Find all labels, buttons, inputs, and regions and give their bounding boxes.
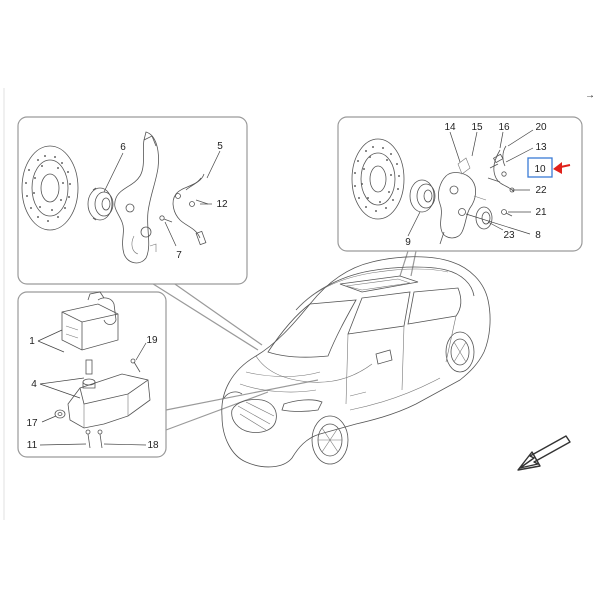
callout-13: 13 bbox=[535, 142, 547, 153]
leader-14 bbox=[449, 131, 461, 163]
leader-5 bbox=[206, 150, 221, 179]
rear-brake-disc bbox=[351, 138, 405, 220]
callout-17: 17 bbox=[26, 418, 38, 429]
callout-10: 10 bbox=[534, 164, 546, 175]
abs-bolt-11 bbox=[85, 429, 91, 449]
leader-18 bbox=[103, 443, 147, 446]
rear-knuckle bbox=[438, 157, 487, 245]
callout-9: 9 bbox=[405, 237, 411, 248]
callout-7: 7 bbox=[176, 250, 182, 261]
orientation-arrow-icon bbox=[517, 435, 571, 471]
rear-bolt-21 bbox=[501, 209, 507, 215]
connector-rear-brake-2 bbox=[410, 250, 417, 277]
leader-11 bbox=[39, 443, 87, 446]
callout-6: 6 bbox=[120, 142, 126, 153]
rear-tone-ring bbox=[475, 206, 493, 230]
front-brake-panel: 6 5 12 7 bbox=[17, 116, 248, 285]
callout-4: 4 bbox=[31, 379, 37, 390]
front-knuckle bbox=[114, 131, 159, 264]
leader-8 bbox=[465, 213, 531, 235]
leader-19 bbox=[135, 342, 147, 361]
callout-11: 11 bbox=[27, 440, 38, 451]
leader-20 bbox=[507, 129, 534, 147]
leader-4b bbox=[39, 383, 81, 399]
connector-abs-unit bbox=[165, 379, 319, 411]
leader-4 bbox=[39, 377, 85, 385]
leader-16 bbox=[499, 131, 504, 149]
connector-front-brake bbox=[149, 281, 259, 351]
callout-18: 18 bbox=[147, 440, 159, 451]
callout-21: 21 bbox=[535, 207, 547, 218]
connector-abs-unit-2 bbox=[165, 391, 269, 431]
callout-14: 14 bbox=[444, 122, 456, 133]
leader-7 bbox=[164, 221, 177, 247]
callout-5: 5 bbox=[217, 141, 223, 152]
abs-modulator bbox=[61, 291, 119, 351]
leader-15 bbox=[471, 131, 478, 157]
rear-brake-panel: 14 15 16 20 13 10 22 21 9 23 8 bbox=[337, 116, 583, 252]
red-pointer-arrow-icon bbox=[553, 162, 571, 174]
callout-23: 23 bbox=[503, 230, 515, 241]
front-speed-sensor-cable bbox=[159, 173, 209, 246]
callout-20: 20 bbox=[535, 122, 547, 133]
leader-1 bbox=[37, 329, 63, 342]
rear-hub-bearing bbox=[409, 179, 436, 213]
leader-6 bbox=[103, 152, 124, 193]
connector-lines bbox=[149, 250, 417, 431]
callout-12: 12 bbox=[216, 199, 228, 210]
rear-speed-sensor-cable bbox=[487, 145, 515, 193]
next-page-icon[interactable]: → bbox=[585, 90, 595, 101]
abs-bolt-18 bbox=[97, 429, 103, 449]
front-brake-disc bbox=[21, 145, 79, 231]
callout-16: 16 bbox=[498, 122, 510, 133]
leader-1b bbox=[37, 340, 65, 353]
abs-bolt-17 bbox=[54, 409, 66, 419]
connector-rear-brake bbox=[399, 250, 409, 277]
highlight-box bbox=[527, 157, 553, 178]
leader-23 bbox=[487, 221, 504, 231]
leader-9 bbox=[407, 211, 421, 237]
callout-22: 22 bbox=[535, 185, 547, 196]
leader-17 bbox=[41, 415, 57, 423]
connector-front-brake-2 bbox=[171, 281, 263, 346]
abs-bracket bbox=[67, 373, 151, 429]
abs-unit-panel: 1 19 4 17 11 18 bbox=[17, 291, 167, 458]
abs-bolt-19 bbox=[130, 358, 141, 373]
car-outline bbox=[221, 256, 491, 468]
leader-13 bbox=[505, 147, 534, 163]
callout-15: 15 bbox=[471, 122, 483, 133]
callout-1: 1 bbox=[29, 336, 35, 347]
callout-8: 8 bbox=[535, 230, 541, 241]
callout-19: 19 bbox=[146, 335, 158, 346]
